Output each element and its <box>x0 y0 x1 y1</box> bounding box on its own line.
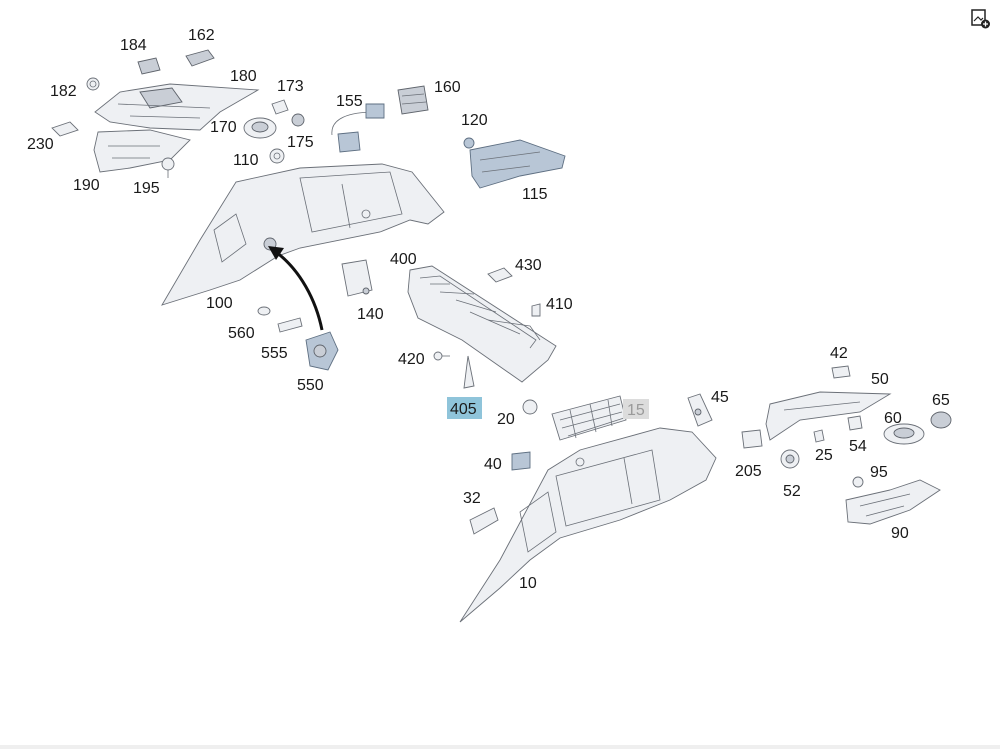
part-50-drawing <box>765 391 892 441</box>
callout-120[interactable]: 120 <box>461 112 488 129</box>
callout-420[interactable]: 420 <box>398 351 425 368</box>
part-60-drawing <box>883 423 925 445</box>
part-15-drawing <box>551 395 627 441</box>
callout-15[interactable]: 15 <box>627 402 645 419</box>
part-140-drawing <box>341 259 373 297</box>
callout-25[interactable]: 25 <box>815 447 833 464</box>
callout-45[interactable]: 45 <box>711 389 729 406</box>
part-230-drawing <box>51 121 79 137</box>
assembly-arrow <box>268 246 324 331</box>
callout-32[interactable]: 32 <box>463 490 481 507</box>
callout-400[interactable]: 400 <box>390 251 417 268</box>
part-550-drawing <box>305 331 339 371</box>
callout-205[interactable]: 205 <box>735 463 762 480</box>
part-420-drawing <box>433 351 450 361</box>
highlight-405 <box>447 397 482 419</box>
callout-182[interactable]: 182 <box>50 83 77 100</box>
part-25-drawing <box>813 429 825 443</box>
part-54-drawing <box>847 415 863 431</box>
part-45-drawing <box>687 393 713 427</box>
part-205-drawing <box>741 429 763 449</box>
callout-54[interactable]: 54 <box>849 438 867 455</box>
callout-155[interactable]: 155 <box>336 93 363 110</box>
part-90-drawing <box>845 479 941 525</box>
bottom-scroll-strip <box>0 745 1000 749</box>
part-115-drawing <box>469 139 566 189</box>
callout-410[interactable]: 410 <box>546 296 573 313</box>
callout-10[interactable]: 10 <box>519 575 537 592</box>
callout-190[interactable]: 190 <box>73 177 100 194</box>
callout-162[interactable]: 162 <box>188 27 215 44</box>
callout-430[interactable]: 430 <box>515 257 542 274</box>
part-555-drawing <box>277 317 303 333</box>
part-95-drawing <box>852 476 864 488</box>
callout-230[interactable]: 230 <box>27 136 54 153</box>
callout-560[interactable]: 560 <box>228 325 255 342</box>
part-190-drawing <box>93 129 191 173</box>
callout-173[interactable]: 173 <box>277 78 304 95</box>
part-110-drawing <box>269 148 285 164</box>
image-add-icon-glyph <box>971 9 990 29</box>
callout-140[interactable]: 140 <box>357 306 384 323</box>
callout-555[interactable]: 555 <box>261 345 288 362</box>
part-175-drawing <box>291 113 305 127</box>
callout-184[interactable]: 184 <box>120 37 147 54</box>
callout-65[interactable]: 65 <box>932 392 950 409</box>
callout-110[interactable]: 110 <box>233 152 259 169</box>
part-52-drawing <box>780 449 800 469</box>
part-560-drawing <box>257 306 271 316</box>
callout-405[interactable]: 405 <box>450 401 477 418</box>
callout-550[interactable]: 550 <box>297 377 324 394</box>
part-40-drawing <box>511 451 531 471</box>
part-405-drawing <box>463 355 475 389</box>
callout-50[interactable]: 50 <box>871 371 889 388</box>
part-430-drawing <box>487 267 513 283</box>
callout-90[interactable]: 90 <box>891 525 909 542</box>
part-100-drawing <box>161 163 445 306</box>
callout-20[interactable]: 20 <box>497 411 515 428</box>
part-410-drawing <box>531 303 541 317</box>
part-184-drawing <box>137 57 161 75</box>
part-173-drawing <box>271 99 289 115</box>
callout-95[interactable]: 95 <box>870 464 888 481</box>
callout-180[interactable]: 180 <box>230 68 257 85</box>
part-160-drawing <box>397 85 429 115</box>
part-195-drawing <box>161 157 175 178</box>
part-182-drawing <box>86 77 100 91</box>
muted-bg-15 <box>623 399 649 419</box>
part-32-drawing <box>469 507 499 535</box>
part-20-drawing <box>522 399 538 415</box>
callout-100[interactable]: 100 <box>206 295 233 312</box>
part-170-drawing <box>243 117 277 139</box>
part-162-drawing <box>185 49 215 67</box>
part-180-drawing <box>94 83 260 131</box>
callout-175[interactable]: 175 <box>287 134 314 151</box>
callout-115[interactable]: 115 <box>522 186 548 203</box>
callout-195[interactable]: 195 <box>133 180 160 197</box>
callout-60[interactable]: 60 <box>884 410 902 427</box>
part-155-drawing <box>331 103 385 153</box>
part-65-drawing <box>930 411 952 429</box>
part-400-drawing <box>407 265 557 383</box>
part-42-drawing <box>831 365 851 379</box>
callout-52[interactable]: 52 <box>783 483 801 500</box>
part-120-drawing <box>463 137 475 149</box>
part-10-drawing <box>459 427 717 623</box>
callout-160[interactable]: 160 <box>434 79 461 96</box>
image-add-icon[interactable] <box>970 8 992 30</box>
callout-40[interactable]: 40 <box>484 456 502 473</box>
callout-42[interactable]: 42 <box>830 345 848 362</box>
callout-170[interactable]: 170 <box>210 119 237 136</box>
